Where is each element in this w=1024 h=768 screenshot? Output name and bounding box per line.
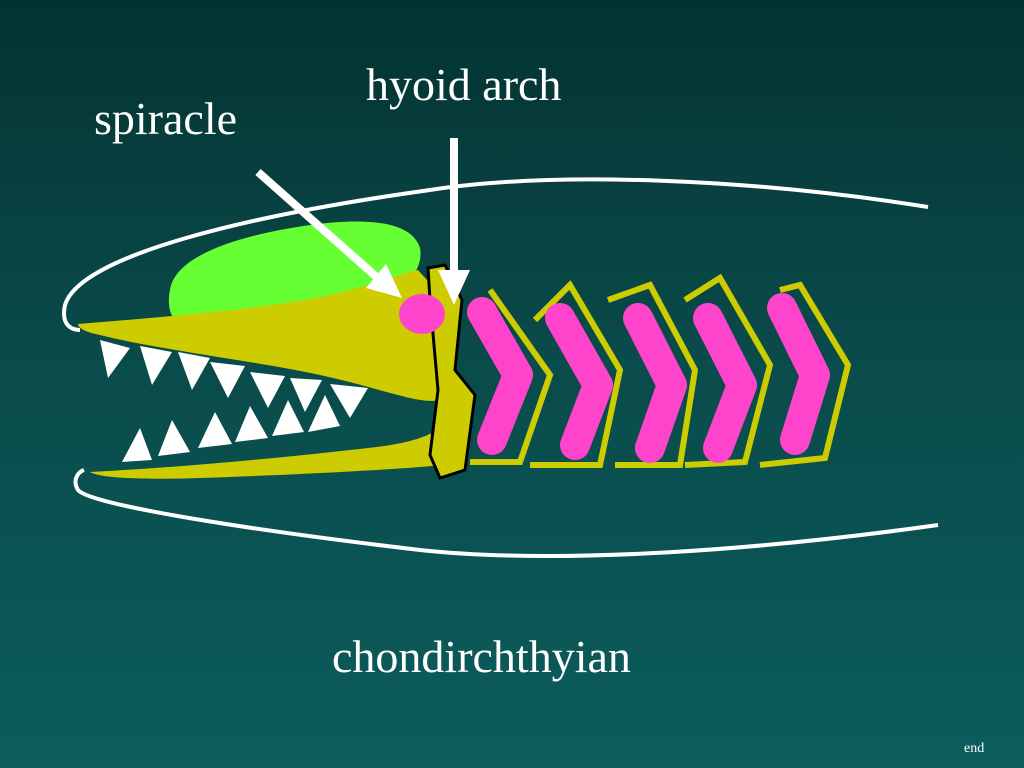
gill-slits	[467, 293, 830, 463]
gill-slit-4	[693, 303, 757, 463]
upper-jaw	[78, 270, 445, 401]
gill-slit-3	[623, 303, 687, 463]
gill-arches	[470, 273, 852, 468]
hyoid-arch-label: hyoid arch	[366, 59, 562, 110]
gill-slit-1	[467, 297, 533, 455]
gill-arch-5	[759, 281, 852, 468]
gill-slit-2	[545, 303, 613, 460]
spiracle-label: spiracle	[94, 93, 238, 144]
body-outline	[62, 177, 929, 332]
lower-teeth	[122, 395, 340, 462]
lower-jaw	[90, 420, 450, 479]
upper-teeth	[100, 340, 368, 418]
hyoid-arrow-head	[438, 270, 470, 305]
gill-arch-4	[683, 273, 774, 468]
body-outline-lower	[73, 468, 939, 558]
diagram-caption: chondirchthyian	[332, 631, 631, 682]
gill-arch-3	[606, 281, 699, 468]
gill-arch-1	[470, 288, 554, 465]
gill-slit-5	[767, 293, 830, 455]
gill-arch-2	[530, 280, 624, 468]
arrows	[255, 138, 470, 305]
spiracle-arrow-shaft	[255, 169, 383, 283]
spiracle	[399, 294, 445, 334]
spiracle-arrow-head	[366, 264, 402, 298]
end-link[interactable]: end	[964, 741, 985, 756]
